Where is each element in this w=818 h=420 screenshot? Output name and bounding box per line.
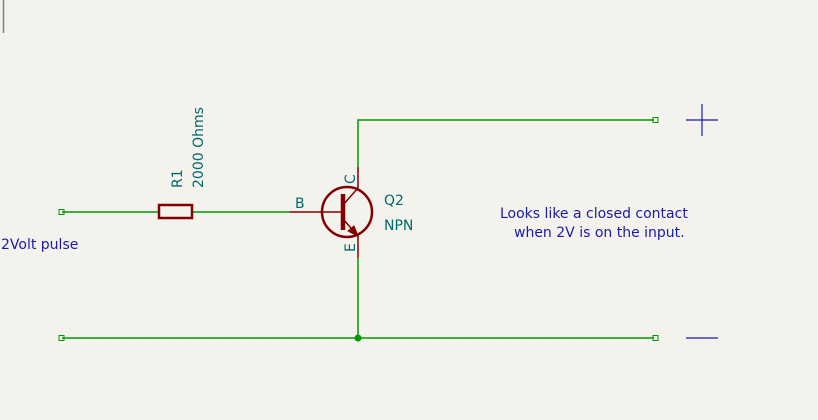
terminal-output-minus[interactable]: [652, 335, 659, 341]
terminal-output-plus[interactable]: [652, 117, 659, 123]
resistor-body: [157, 203, 194, 220]
resistor-reference: R1: [170, 169, 186, 188]
terminal-input-ground[interactable]: [58, 335, 65, 341]
input-label: 2Volt pulse: [1, 237, 78, 253]
junction-dot: [354, 334, 362, 342]
pin-label-e: E: [343, 243, 359, 252]
note-line-1: Looks like a closed contact: [500, 206, 688, 222]
resistor-r1[interactable]: [157, 203, 194, 220]
pin-label-b: B: [295, 196, 305, 212]
pin-label-c: C: [343, 174, 359, 184]
plus-symbol-icon: [686, 104, 718, 136]
collector-lead: [342, 187, 359, 206]
transistor-reference: Q2: [384, 193, 404, 209]
resistor-value: 2000 Ohms: [191, 107, 207, 188]
transistor-value: NPN: [384, 218, 413, 234]
transistor-circle: [320, 185, 374, 239]
note-line-2: when 2V is on the input.: [514, 225, 685, 241]
wire-collector[interactable]: [357, 119, 654, 167]
transistor-q2[interactable]: [290, 167, 374, 258]
terminal-input[interactable]: [58, 209, 65, 215]
emitter-arrow-icon: [347, 225, 359, 238]
